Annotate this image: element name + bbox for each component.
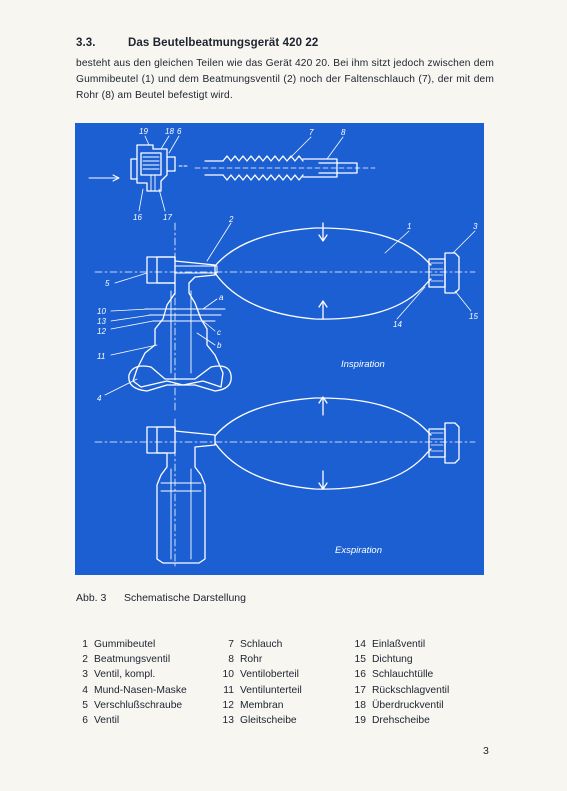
section-number: 3.3. [76,37,96,49]
schematic-figure: 19 18 6 7 8 16 17 2 1 3 5 10 13 12 11 4 … [75,123,484,575]
fig-label-a: a [219,293,224,302]
fig-label-7: 7 [309,128,314,137]
hose-and-tube-drawing [194,136,376,181]
fig-label-15: 15 [469,312,478,321]
fig-label-3: 3 [473,222,478,231]
valve-assembly-drawing [88,135,190,212]
section-heading: 3.3. Das Beutelbeatmungsgerät 420 22 [76,37,318,49]
inspiration-drawing [94,222,476,414]
fig-label-14: 14 [393,320,402,329]
fig-label-11: 11 [97,352,105,361]
fig-label-10: 10 [97,307,106,316]
expiration-label: Exspiration [335,545,382,556]
schematic-drawing: 19 18 6 7 8 16 17 2 1 3 5 10 13 12 11 4 … [88,127,478,570]
fig-label-6: 6 [177,127,182,136]
caption-text: Schematische Darstellung [124,592,246,604]
fig-label-2: 2 [228,215,234,224]
fig-label-1: 1 [407,222,411,231]
fig-label-5: 5 [105,279,110,288]
figure-caption: Abb. 3 Schematische Darstellung [76,592,246,604]
fig-label-8: 8 [341,128,346,137]
fig-label-13: 13 [97,317,106,326]
fig-label-19: 19 [139,127,148,136]
fig-label-12: 12 [97,327,106,336]
fig-label-18: 18 [165,127,174,136]
caption-prefix: Abb. 3 [76,592,107,604]
intro-paragraph: besteht aus den gleichen Teilen wie das … [76,58,494,101]
fig-label-17: 17 [163,213,172,222]
fig-label-16: 16 [133,213,142,222]
expiration-drawing [94,396,476,570]
fig-label-4: 4 [97,394,102,403]
inspiration-label: Inspiration [341,359,385,370]
fig-label-b: b [217,341,222,350]
section-title: Das Beutelbeatmungsgerät 420 22 [128,37,319,49]
page-number: 3 [483,745,489,757]
fig-label-c: c [217,328,221,337]
